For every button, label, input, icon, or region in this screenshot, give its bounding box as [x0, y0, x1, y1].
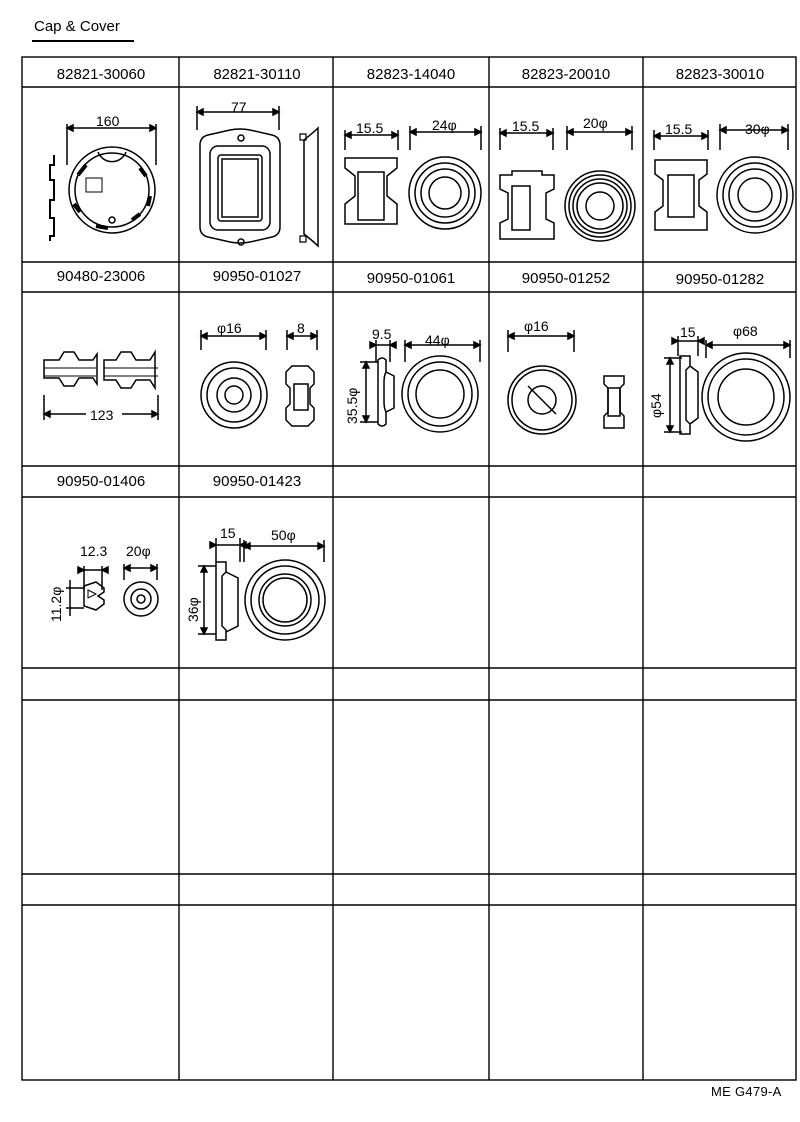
title-underline: [32, 40, 134, 42]
dimension-label: 12.3: [80, 543, 107, 559]
grommet-82823-20010-drawing: [498, 126, 636, 242]
dimension-label: 20φ: [583, 115, 608, 131]
dimension-label: 77: [231, 99, 247, 115]
grommet-90950-01027-drawing: [199, 330, 319, 429]
dimension-label: φ16: [217, 320, 242, 336]
dimension-label: 20φ: [126, 543, 151, 559]
grommet-90950-01061-drawing: [360, 340, 482, 433]
dimension-label: 24φ: [432, 117, 457, 133]
grommet-82823-30010-drawing: [652, 124, 794, 234]
dimension-label: 30φ: [745, 121, 770, 137]
dimension-label: 11.2φ: [48, 587, 64, 622]
dimension-label: 50φ: [271, 527, 296, 543]
part-number: 82823-30010: [675, 66, 765, 83]
grommet-90950-01423-drawing: [198, 538, 326, 641]
part-number: 90950-01406: [56, 473, 146, 490]
dimension-label: 15.5: [665, 121, 692, 137]
part-number: 82823-14040: [366, 66, 456, 83]
dimension-label: 160: [96, 113, 120, 129]
dimension-label: φ54: [648, 393, 664, 418]
dimension-label: φ68: [733, 323, 758, 339]
cover-82821-30110-drawing: [195, 106, 319, 248]
document-code: ME G479-A: [711, 1084, 782, 1099]
dimension-label: 35.5φ: [344, 388, 360, 424]
dimension-label: 9.5: [372, 326, 392, 342]
dimension-label: 123: [90, 407, 114, 423]
grommet-90950-01282-drawing: [664, 336, 792, 442]
page-title: Cap & Cover: [34, 18, 120, 35]
clamp-90480-23006-drawing: [42, 349, 160, 420]
part-number: 90950-01252: [521, 270, 611, 287]
part-number: 90950-01027: [212, 268, 302, 285]
part-number: 90950-01282: [675, 271, 765, 288]
plug-90950-01406-drawing: [66, 563, 159, 617]
part-number: 82821-30110: [213, 66, 301, 83]
dimension-label: 36φ: [185, 597, 201, 622]
dimension-label: 15: [680, 324, 696, 340]
cap-82821-30060-drawing: [49, 123, 158, 241]
part-number: 90480-23006: [56, 268, 146, 285]
dimension-label: 8: [297, 320, 305, 336]
grommet-82823-14040-drawing: [343, 126, 483, 230]
dimension-label: 15: [220, 525, 236, 541]
grommet-90950-01252-drawing: [506, 330, 625, 435]
dimension-label: 44φ: [425, 332, 450, 348]
part-number: 82823-20010: [521, 66, 611, 83]
dimension-label: 15.5: [356, 120, 383, 136]
part-number: 82821-30060: [56, 66, 146, 83]
dimension-label: φ16: [524, 318, 549, 334]
part-number: 90950-01061: [366, 270, 456, 287]
dimension-label: 15.5: [512, 118, 539, 134]
part-number: 90950-01423: [212, 473, 302, 490]
